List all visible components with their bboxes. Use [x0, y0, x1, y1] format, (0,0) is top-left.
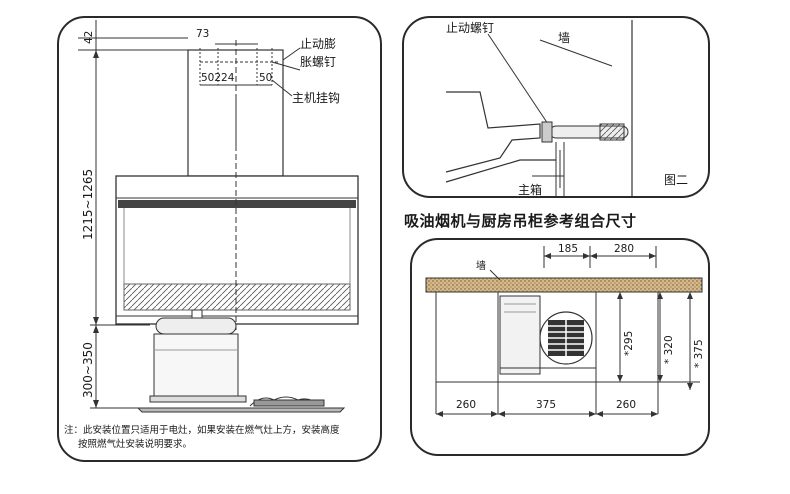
slot-width-dim: 73: [196, 28, 210, 40]
stop-screw-label: 止动螺钉: [446, 21, 495, 35]
cabinet-wall-label: 墙: [476, 261, 486, 272]
right-offset-dim: 50: [259, 72, 273, 84]
dim-295: *295: [623, 330, 635, 356]
dim-375-vertical: * 375: [693, 339, 705, 368]
combination-size-caption: 吸油烟机与厨房吊柜参考组合尺寸: [404, 212, 637, 230]
install-note-line2: 按照燃气灶安装说明要求。: [78, 439, 193, 450]
main-hook-label: 主机挂钩: [292, 91, 341, 105]
install-note-line1: 注：此安装位置只适用于电灶，如果安装在燃气灶上方，安装高度: [64, 425, 340, 436]
dim-260-right: 260: [616, 399, 637, 411]
range-hood-body: [115, 100, 359, 330]
dim-260-left: 260: [456, 399, 477, 411]
wall-label: 墙: [558, 31, 571, 45]
dim-185: 185: [558, 243, 579, 255]
dim-320: * 320: [663, 335, 675, 364]
pot-and-stove: [136, 309, 346, 413]
expansion-screw-label-1: 止动膨: [300, 37, 337, 51]
main-body-label: 主箱: [518, 183, 543, 197]
hole-spacing-dim: 50224: [201, 72, 235, 84]
expansion-screw-label-2: 胀螺钉: [300, 55, 337, 69]
dim-280: 280: [614, 243, 635, 255]
figure-two-label: 图二: [664, 173, 689, 187]
dim-375: 375: [536, 399, 557, 411]
